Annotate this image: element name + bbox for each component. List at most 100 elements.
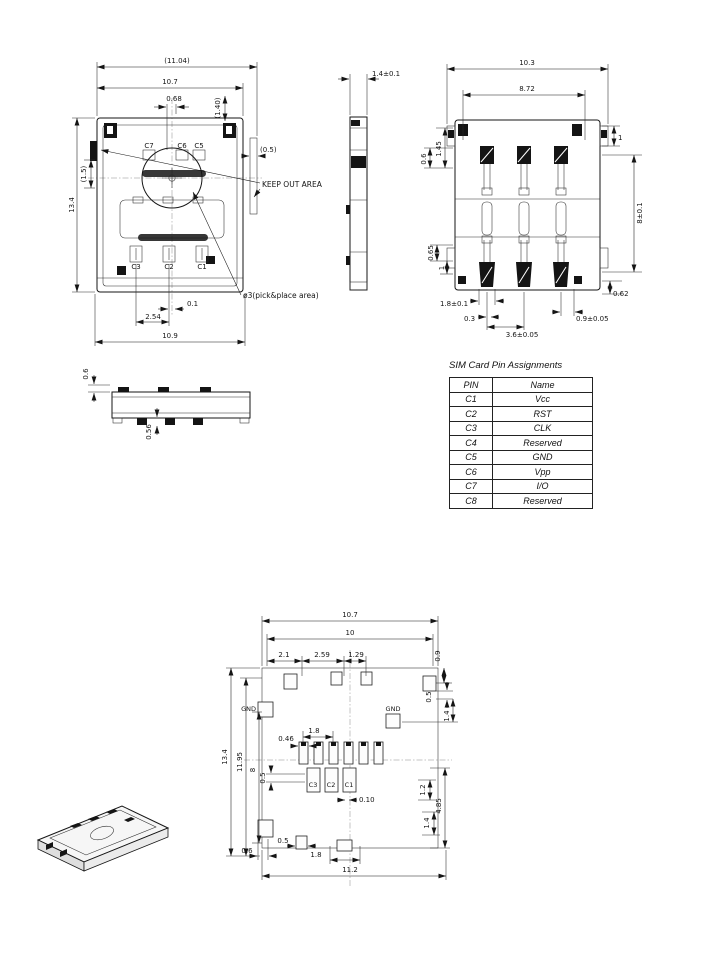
pin-cell: C5 [449,449,493,465]
dim-inner-width: 8.72 [519,85,535,93]
pin-cell: C8 [449,493,493,509]
top-view: C7 C6 C5 C3 C2 C1 (11.04) 10.7 0.68 (1.4… [68,57,323,346]
dim-edge: 0.6 [420,153,428,165]
dim-height: 13.4 [68,197,76,213]
dim-12: 1.2 [419,784,427,795]
dim-18-bot: 1.8 [310,851,321,859]
contact-label-c5: C5 [194,142,203,150]
contact-label-c1: C1 [197,263,206,271]
fp-contact-c3: C3 [309,781,318,789]
footprint-pads [257,671,437,852]
dim-05-bot: 0.5 [277,837,288,845]
dim-center-offset: 0.68 [166,95,182,103]
dim-1195: 11.95 [236,752,244,772]
pin-table-title: SIM Card Pin Assignments [449,360,563,371]
pin-cell: C3 [449,420,493,436]
dim-05-mid: 0.5 [259,772,267,783]
name-cell: I/O [492,478,593,494]
dim-pitch: 2.54 [145,313,161,321]
front-view: 0.6 0.56 [82,368,251,440]
keep-out-strip [249,137,258,215]
dim-14-low: 1.4 [423,817,431,829]
keep-out-area-label: KEEP OUT AREA [262,180,323,189]
dim-010: 0.10 [359,796,375,804]
dim-09: 0.9±0.05 [576,315,609,323]
table-header-row: PIN Name [449,377,593,393]
pick-place-label: ø3(pick&place area) [243,291,319,300]
footprint-view: GND GND C3 C2 C1 10.7 10 2.1 2.59 1.29 0… [221,611,458,886]
dim-width: 10.3 [519,59,535,67]
dim-top-right: 1 [618,134,622,142]
dim-inner-width: 10 [346,629,355,637]
gnd-label-right: GND [386,705,401,713]
dim-065: 0.65 [427,245,435,261]
dim-ear-offset: 1.45 [435,141,443,157]
dim-bottom-left: 1 [438,266,446,270]
dim-width: 10.7 [162,78,178,86]
fp-contact-c1: C1 [345,781,354,789]
mounting-tabs [90,123,236,275]
dim-tab-ref: (1.40) [214,97,222,118]
dim-05-right: 0.5 [425,691,433,702]
gnd-label-left: GND [241,705,256,713]
name-cell: GND [492,449,593,465]
contact-label-c6: C6 [177,142,187,150]
pin-cell: C6 [449,464,493,480]
dim-bottom-width: 10.9 [162,332,178,340]
dim-18-mid: 1.8 [308,727,319,735]
pick-place-circle [141,147,203,209]
contact-column-1 [479,146,495,287]
dim-height: 13.4 [221,749,229,765]
dim-pitch: 3.6±0.05 [506,331,539,339]
dim-112: 11.2 [342,866,358,874]
name-cell: Reserved [492,435,593,451]
contact-label-c7: C7 [144,142,153,150]
name-column-header: Name [492,377,593,393]
pin-column-header: PIN [449,377,493,393]
bottom-view: 10.3 8.72 1 1.45 0.6 8±0.1 0.65 1 0.62 1… [420,59,644,339]
pin-cell: C7 [449,478,493,494]
dim-width: 10.7 [342,611,358,619]
dim-062: 0.62 [613,290,629,298]
name-cell: Reserved [492,493,593,509]
dim-21: 2.1 [278,651,289,659]
isometric-view [36,805,170,872]
fp-contact-c2: C2 [327,781,336,789]
name-cell: Vpp [492,464,593,480]
pin-cell: C2 [449,406,493,422]
dim-height: 0.6 [82,368,90,380]
dim-485: 4.85 [435,798,443,814]
name-cell: Vcc [492,391,593,407]
name-cell: CLK [492,420,593,436]
dim-09: 0.9 [434,650,442,661]
bottom-contact-windows [129,245,209,263]
contact-column-3 [553,146,569,287]
dim-contact-height: 0.56 [145,424,153,440]
name-cell: RST [492,406,593,422]
dim-keepout-ref: (0.5) [260,146,277,154]
dim-contact-span: 8±0.1 [636,202,644,223]
dim-overall-width-ref: (11.04) [164,57,190,65]
pin-cell: C4 [449,435,493,451]
dim-046: 0.46 [278,735,294,743]
dim-06-bot: 0.6 [241,847,253,855]
card-area [119,196,225,241]
contact-column-2 [516,146,532,287]
dim-contact-width: 1.8±0.1 [440,300,468,308]
dim-gap: 0.3 [464,315,475,323]
dim-left-ref: (1.5) [80,165,88,182]
side-view: 1.4±0.1 [338,70,400,291]
dim-contact-offset: 0.1 [187,300,198,308]
